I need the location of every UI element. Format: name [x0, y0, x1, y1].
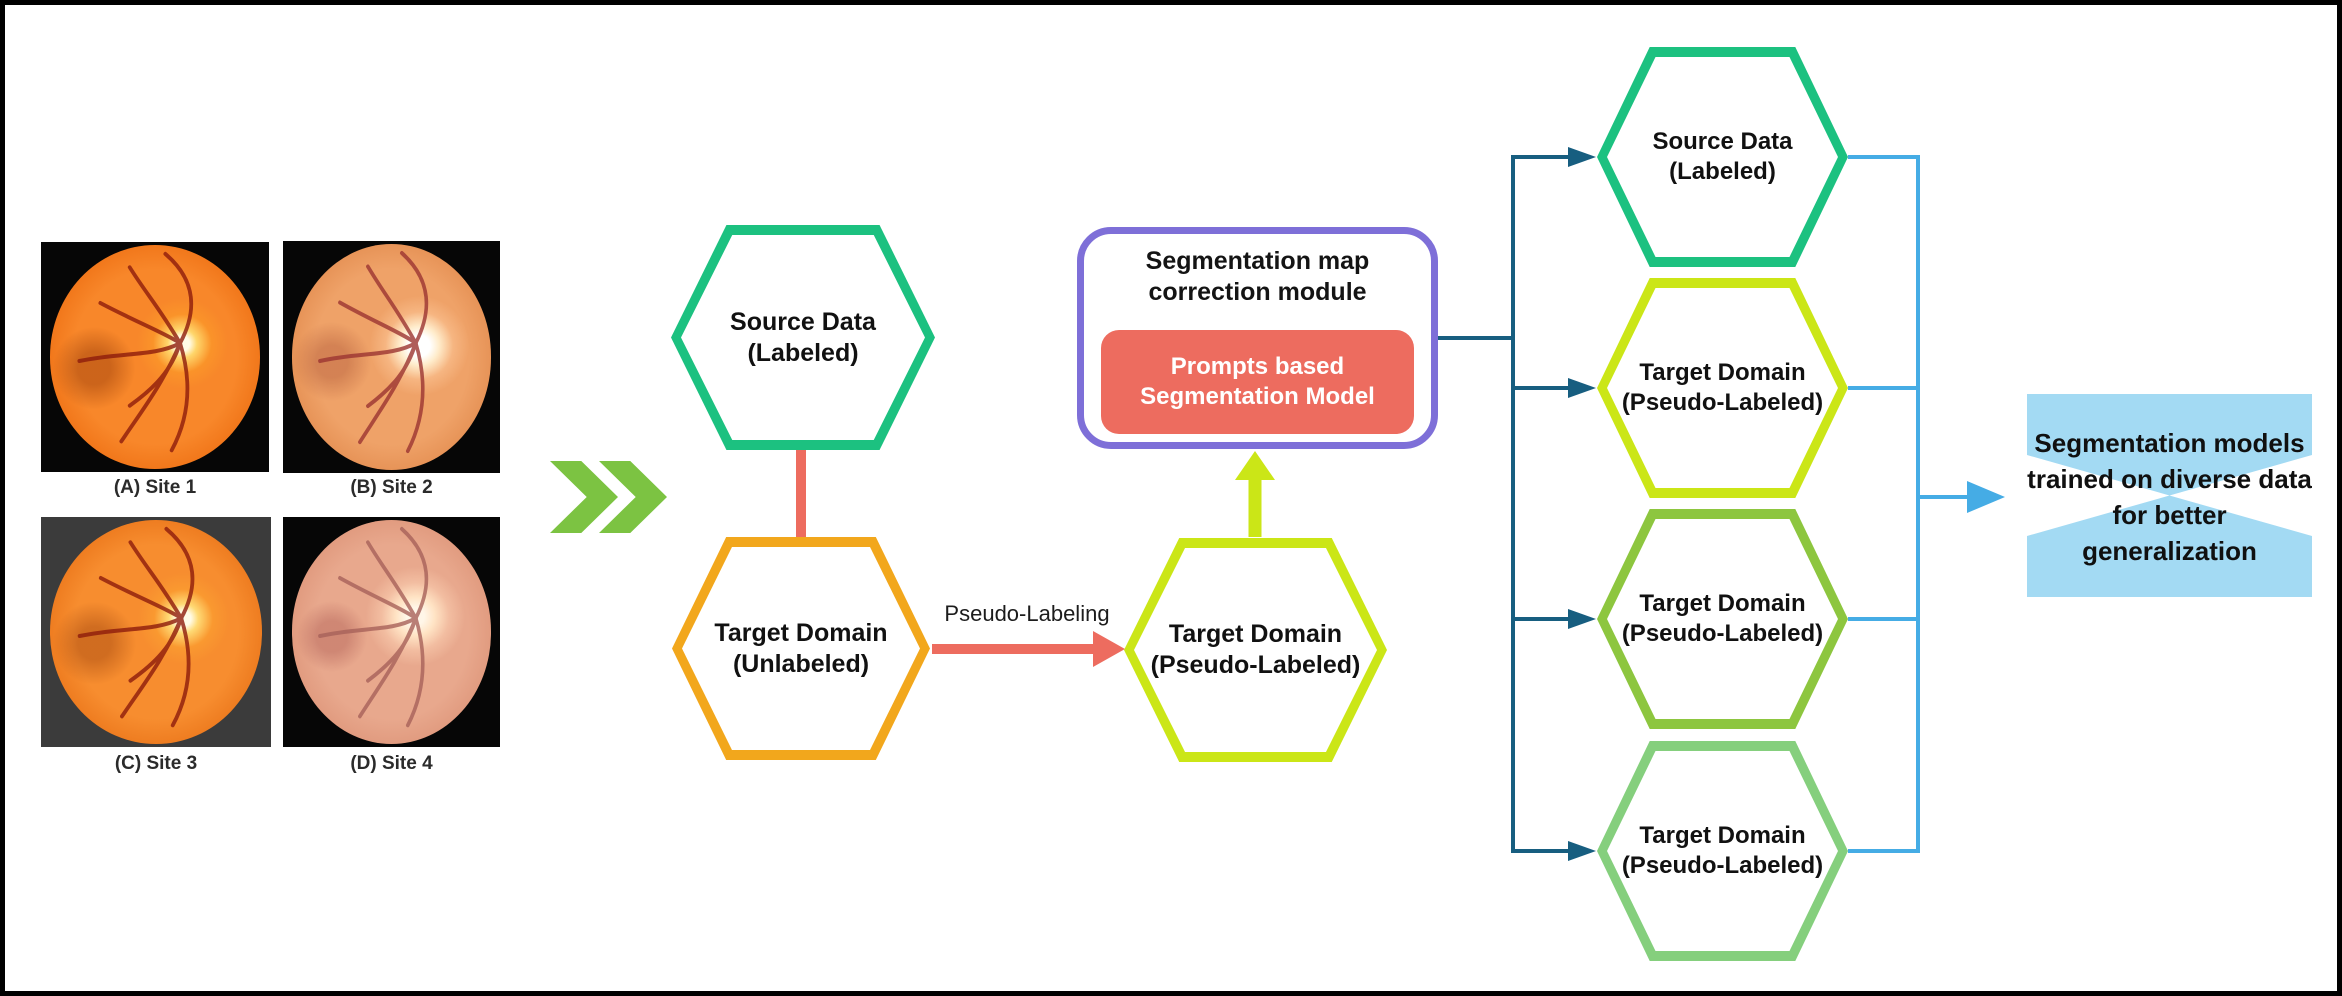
connector-lines [796, 147, 2005, 861]
hexagon-label-line: (Pseudo-Labeled) [1621, 389, 1824, 416]
retina-vessels [317, 251, 428, 454]
pseudo-labeling-label: Pseudo-Labeling [944, 601, 1110, 626]
model-label-line: Prompts based [1170, 353, 1345, 380]
hexagon-fill [681, 235, 925, 440]
outcome-shape [2027, 394, 2312, 597]
hexagon-label-line: (Pseudo-Labeled) [1621, 620, 1824, 647]
ensemble-hexagon-target-3: Target Domain (Pseudo-Labeled) [1597, 741, 1848, 961]
source-data-hexagon: Source Data (Labeled) [671, 225, 935, 450]
ensemble-hexagon-source: Source Data (Labeled) [1597, 47, 1848, 267]
outcome-text-line: for better [2112, 500, 2227, 530]
ensemble-hexagon-target-1: Target Domain (Pseudo-Labeled) [1597, 278, 1848, 498]
hexagon-fill [1607, 751, 1838, 951]
hexagon-fill [1607, 288, 1838, 488]
correction-module-box: Segmentation map correction module Promp… [1077, 227, 1438, 449]
retina-photo [291, 520, 492, 744]
retina-vessels [317, 527, 428, 728]
fan-out-arrows [1438, 147, 1596, 861]
image-caption: (C) Site 3 [114, 753, 198, 774]
correction-input-arrow [1235, 451, 1275, 537]
retina-photo [50, 245, 260, 469]
hexagon-fill [1134, 548, 1377, 752]
fundus-image-site4 [283, 517, 500, 747]
retina-photo [50, 520, 262, 744]
module-title-line: Segmentation map [1145, 247, 1370, 275]
hexagon-label-line: (Labeled) [1669, 158, 1776, 185]
fundus-image-site1 [41, 242, 269, 472]
model-label-line: Segmentation Model [1140, 383, 1375, 410]
image-caption: (B) Site 2 [350, 477, 433, 498]
hexagon-label-line: (Pseudo-Labeled) [1621, 852, 1824, 879]
image-caption: (A) Site 1 [113, 477, 197, 498]
hexagon-label-line: Target Domain [1639, 359, 1806, 386]
outcome-text-line: generalization [2082, 536, 2257, 566]
hexagon-label-line: Target Domain [1639, 590, 1806, 617]
retina-photo [291, 244, 492, 470]
hexagon-label-line: (Unlabeled) [732, 649, 870, 678]
fundus-image-site2 [283, 241, 500, 473]
retina-vessels [77, 527, 195, 728]
hexagon-label-line: Target Domain [1639, 822, 1806, 849]
fan-in-lines [1848, 155, 2005, 853]
hexagon-label-line: (Pseudo-Labeled) [1150, 651, 1361, 679]
hexagon-fill [1607, 519, 1838, 719]
fundus-image-site3 [41, 517, 271, 747]
outcome-text-line: Segmentation models [2034, 428, 2305, 458]
target-domain-unlabeled-hexagon: Target Domain (Unlabeled) [672, 537, 930, 760]
module-title: Segmentation map correction module [1084, 246, 1431, 308]
output-arrowhead [1967, 481, 2005, 513]
hexagon-label-line: Source Data [1652, 128, 1793, 155]
module-title-line: correction module [1148, 278, 1367, 306]
hexagon-fill [1607, 57, 1838, 257]
image-caption: (D) Site 4 [350, 753, 433, 774]
retina-vessels [77, 252, 194, 453]
outcome-text-line: trained on diverse data [2027, 464, 2312, 494]
pseudo-labeling-arrow [932, 631, 1125, 667]
pseudo-labeled-hexagon: Target Domain (Pseudo-Labeled) [1124, 538, 1387, 762]
ensemble-hexagon-target-2: Target Domain (Pseudo-Labeled) [1597, 509, 1848, 729]
hexagon-label-line: Target Domain [714, 618, 888, 647]
prompts-segmentation-model-box: Prompts based Segmentation Model [1101, 330, 1414, 434]
hexagon-label-line: (Labeled) [747, 338, 859, 367]
hexagon-fill [682, 547, 920, 750]
hexagon-label-line: Source Data [730, 307, 876, 336]
hexagon-label-line: Target Domain [1168, 620, 1343, 648]
outcome-text: Segmentation models trained on diverse d… [1997, 425, 2337, 569]
